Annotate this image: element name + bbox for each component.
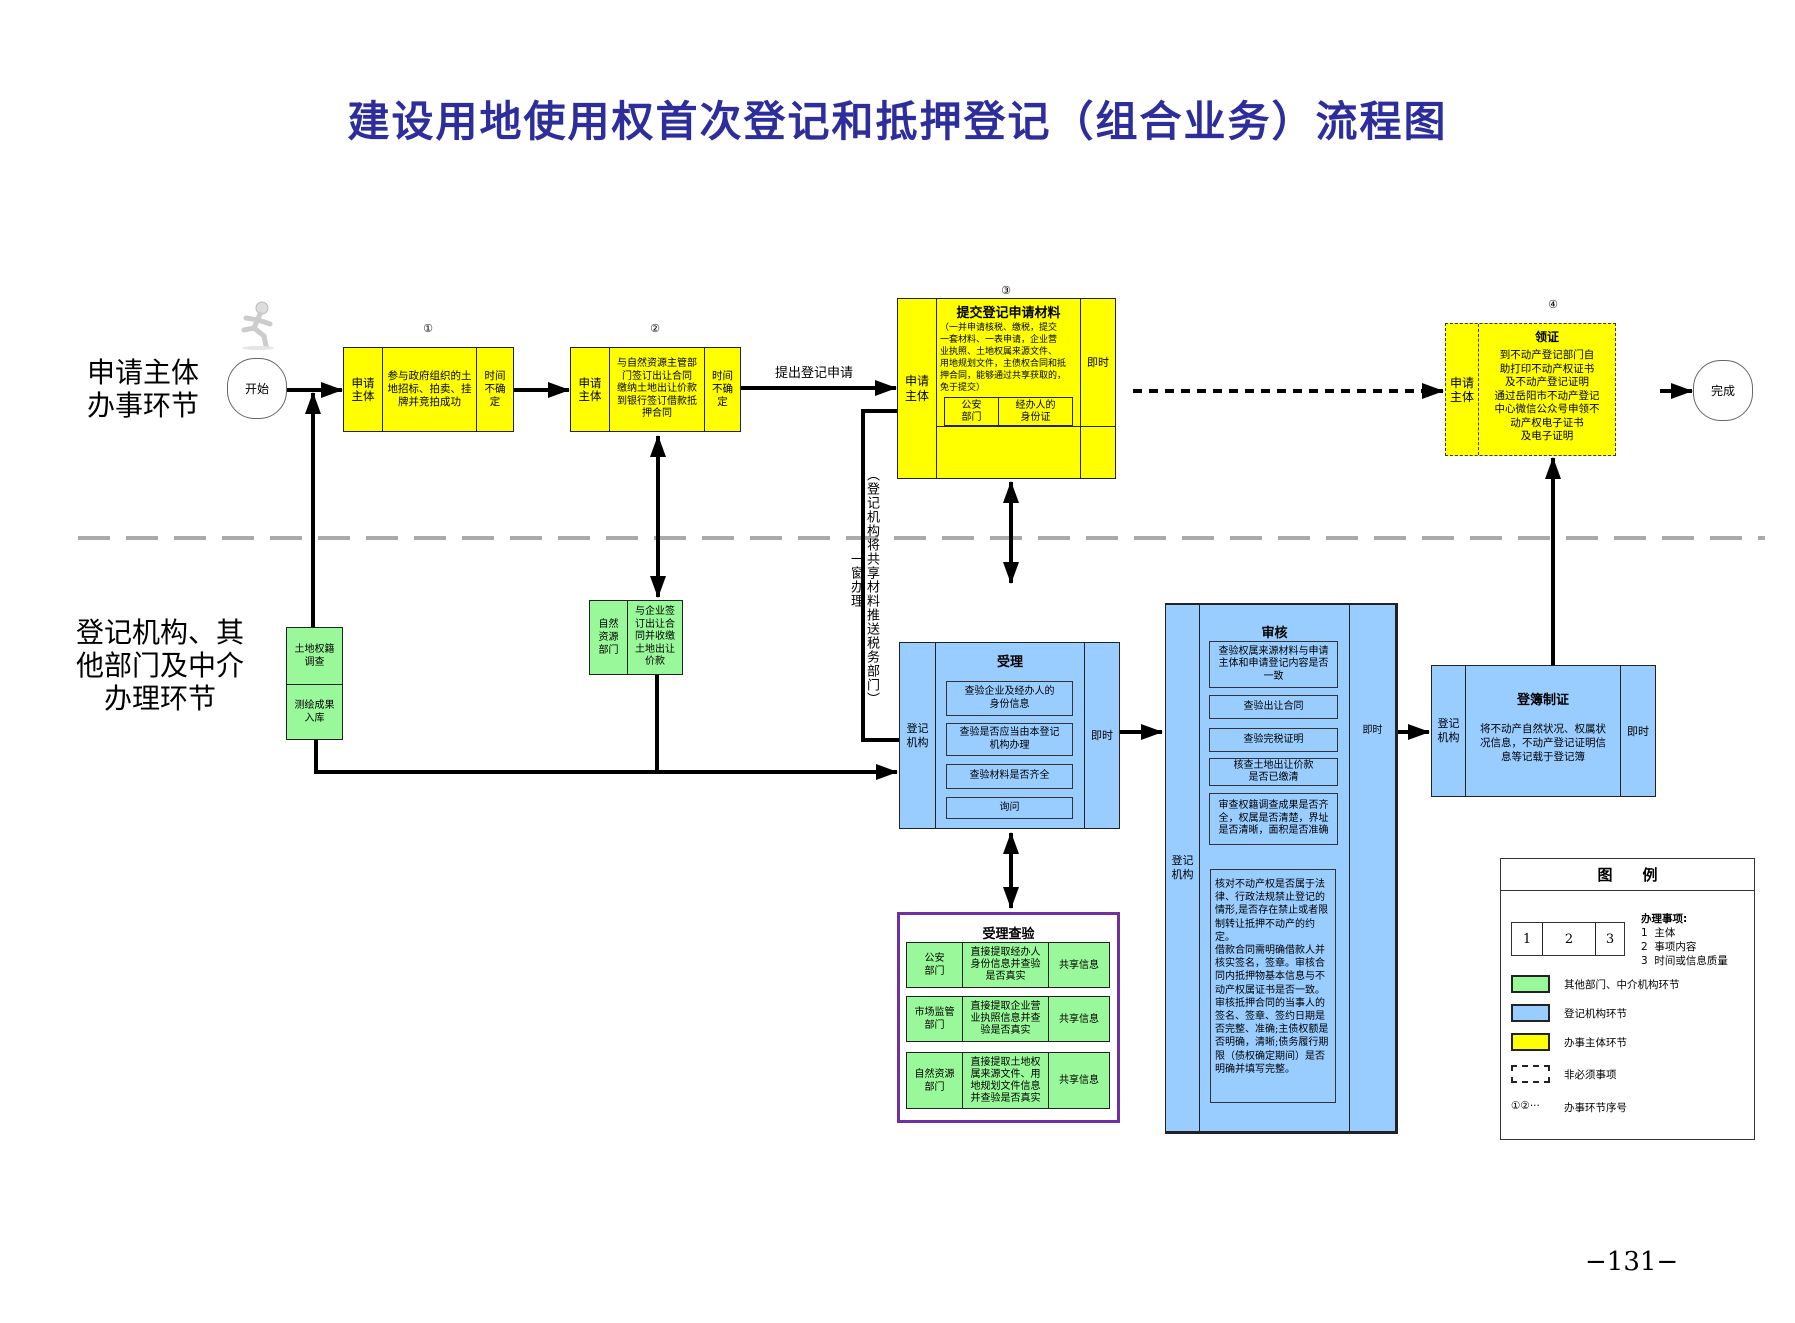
step2-subject: 申请 主体 (578, 375, 602, 403)
verify-row: 市场监管 部门 直接提取企业营 业执照信息并查 验是否真实 共享信息 (906, 996, 1110, 1042)
nrd-content: 与企业签 订出让合 同并收缴 土地出让 价款 (627, 601, 682, 674)
side-note-one-window: 一窗办理 (848, 552, 863, 608)
verify-content: 直接提取土地权 属来源文件、用 地规划文件信息 并查验是否真实 (962, 1053, 1048, 1108)
step3-dept-item: 经办人的 身份证 (998, 398, 1072, 425)
step-number-4: ④ (1548, 298, 1558, 311)
lane-label-agency: 登记机构、其 他部门及中介 办理环节 (75, 616, 244, 715)
accept-subject: 登记 机构 (906, 721, 929, 749)
legend: 图 例 1 2 3 办理事项: 1 主体 2 事项内容 3 时间或信息质量 其他… (1500, 858, 1755, 1140)
accept-item-1: 查验企业及经办人的 身份信息 (946, 681, 1073, 716)
step4-title: 领证 (1534, 330, 1559, 344)
step1-content: 参与政府组织的土 地招标、拍卖、挂 牌并竞拍成功 (382, 348, 476, 431)
step-number-3: ③ (1001, 284, 1011, 297)
step3-subject: 申请 主体 (904, 373, 929, 403)
step3-time: 即时 (1081, 299, 1115, 427)
side-note-tax: （登记机构将共享材料推送税务部门） (864, 468, 879, 706)
lane-label-applicant: 申请主体 办事环节 (86, 356, 199, 422)
verify-row: 自然资源 部门 直接提取土地权 属来源文件、用 地规划文件信息 并查验是否真实 … (906, 1052, 1110, 1109)
verify-dept: 市场监管 部门 (914, 1007, 955, 1031)
arrow-green-to-accept (314, 740, 898, 780)
step1-box: 申请 主体 参与政府组织的土 地招标、拍卖、挂 牌并竞拍成功 时间 不确 定 (343, 347, 514, 432)
step3-title: 提交登记申请材料 (956, 306, 1061, 321)
legend-seq-symbol: ①②··· (1511, 1100, 1540, 1112)
accept-item-3: 查验材料是否齐全 (946, 764, 1073, 789)
register-content: 将不动产自然状况、权属状 况信息，不动产登记证明信 息等记载于登记簿 (1480, 723, 1606, 763)
accept-item-4: 询问 (946, 797, 1073, 819)
accept-title: 受理 (996, 655, 1023, 670)
step2-box: 申请 主体 与自然资源主管部 门签订出让合同 缴纳土地出让价款 到银行签订借款抵… (570, 347, 741, 432)
accept-box: 登记 机构 受理 查验企业及经办人的 身份信息 查验是否应当由本登记 机构办理 … (899, 642, 1120, 829)
legend-title: 图 例 (1501, 859, 1754, 891)
step3-content: （一并申请核税、缴税，提交 一套材料、一表申请，企业营 业执照、土地权属来源文件… (940, 323, 1067, 393)
legend-cells: 1 2 3 (1511, 922, 1625, 956)
legend-label-blue: 登记机构环节 (1564, 1008, 1627, 1020)
nrd-dept: 自然 资源 部门 (598, 619, 619, 656)
runner-icon (241, 301, 274, 350)
legend-item-1: 1 主体 (1641, 927, 1676, 939)
arrow-label-submit: 提出登记申请 (775, 366, 854, 381)
verify-title: 受理查验 (982, 927, 1035, 942)
legend-label-green: 其他部门、中介机构环节 (1564, 979, 1680, 991)
verify-row: 公安 部门 直接提取经办人 身份信息并查验 是否真实 共享信息 (906, 942, 1110, 988)
legend-label-dashed: 非必须事项 (1564, 1069, 1617, 1081)
verify-content: 直接提取经办人 身份信息并查验 是否真实 (962, 943, 1048, 987)
review-item-4: 核查土地出让价款 是否已缴清 (1209, 758, 1338, 786)
legend-swatch-green (1511, 975, 1550, 993)
verify-content: 直接提取企业营 业执照信息并查 验是否真实 (962, 997, 1048, 1041)
legend-cell-2: 2 (1542, 923, 1595, 955)
step1-time: 时间 不确 定 (476, 348, 513, 431)
verify-dept: 自然资源 部门 (914, 1068, 955, 1093)
step4-content: 到不动产登记部门自 助打印不动产权证书 及不动产登记证明 通过岳阳市不动产登记 … (1494, 349, 1600, 442)
legend-label-yellow: 办事主体环节 (1564, 1037, 1627, 1049)
page-number: −131− (1585, 1247, 1679, 1277)
verify-info: 共享信息 (1048, 943, 1109, 987)
register-box: 登记 机构 登簿制证 将不动产自然状况、权属状 况信息，不动产登记证明信 息等记… (1431, 665, 1656, 797)
register-title: 登簿制证 (1516, 693, 1569, 708)
page-title: 建设用地使用权首次登记和抵押登记（组合业务）流程图 (347, 97, 1448, 146)
verify-info: 共享信息 (1048, 1053, 1109, 1108)
review-detail: 核对不动产权是否属于法律、行政法规禁止登记的情形,是否存在禁止或者限制转让抵押不… (1210, 869, 1336, 1103)
register-subject: 登记 机构 (1437, 717, 1460, 744)
survey-box: 土地权籍 调查 测绘成果 入库 (286, 627, 343, 740)
review-subject: 登记 机构 (1171, 854, 1194, 881)
legend-item-2: 2 事项内容 (1641, 941, 1697, 953)
step4-box-optional: 申请 主体 领证 到不动产登记部门自 助打印不动产权证书 及不动产登记证明 通过… (1445, 323, 1616, 456)
legend-item-3: 3 时间或信息质量 (1641, 955, 1728, 967)
review-title: 审核 (1261, 626, 1288, 641)
accept-time: 即时 (1084, 643, 1119, 828)
review-item-5: 审查权籍调查成果是否齐 全，权属是否清楚，界址 是否清晰，面积是否准确 (1209, 793, 1338, 845)
legend-label-seq: 办事环节序号 (1564, 1102, 1627, 1114)
end-node: 完成 (1693, 360, 1753, 421)
step-number-1: ① (423, 322, 433, 335)
legend-cell-3: 3 (1595, 923, 1624, 955)
step2-content: 与自然资源主管部 门签订出让合同 缴纳土地出让价款 到银行签订借款抵 押合同 (609, 348, 704, 431)
review-item-2: 查验出让合同 (1209, 695, 1338, 719)
step-number-2: ② (650, 322, 660, 335)
verify-info: 共享信息 (1048, 997, 1109, 1041)
register-time: 即时 (1620, 666, 1655, 796)
step3-dept: 公安 部门 (961, 399, 982, 423)
start-node: 开始 (227, 358, 287, 419)
accept-item-2: 查验是否应当由本登记 机构办理 (946, 723, 1073, 756)
legend-swatch-blue (1511, 1004, 1550, 1022)
step4-subject: 申请 主体 (1449, 375, 1474, 404)
review-box: 登记 机构 审核 查验权属来源材料与申请 主体和申请登记内容是否 一致 查验出让… (1165, 603, 1398, 1134)
legend-cell-1: 1 (1522, 931, 1532, 947)
step2-time: 时间 不确 定 (704, 348, 740, 431)
nrd-contract-box: 自然 资源 部门 与企业签 订出让合 同并收缴 土地出让 价款 (589, 600, 683, 675)
step3-box: 申请 主体 提交登记申请材料 （一并申请核税、缴税，提交 一套材料、一表申请，企… (897, 298, 1116, 479)
legend-items-title: 办理事项: (1641, 913, 1688, 925)
verify-dept: 公安 部门 (924, 953, 945, 977)
survey-bottom: 测绘成果 入库 (287, 684, 342, 739)
legend-swatch-yellow (1511, 1033, 1550, 1051)
review-item-3: 查验完税证明 (1209, 728, 1338, 752)
review-time: 即时 (1349, 605, 1395, 1131)
survey-top: 土地权籍 调查 (294, 644, 335, 668)
legend-swatch-dashed (1511, 1065, 1550, 1083)
review-item-1: 查验权属来源材料与申请 主体和申请登记内容是否 一致 (1209, 641, 1338, 688)
step1-subject: 申请 主体 (351, 375, 375, 403)
verify-box: 受理查验 公安 部门 直接提取经办人 身份信息并查验 是否真实 共享信息 市场监… (897, 912, 1120, 1123)
